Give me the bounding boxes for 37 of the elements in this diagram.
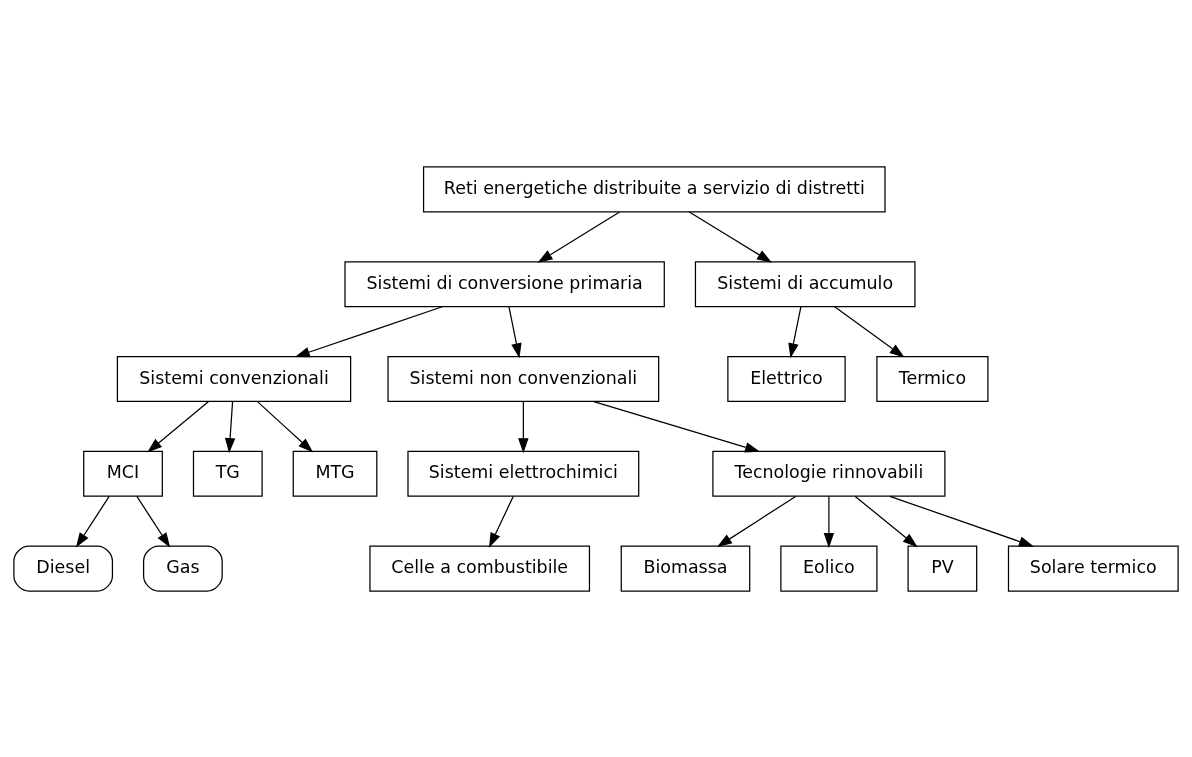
node-box: Sistemi convenzionali [116, 355, 352, 402]
node-box: MCI [83, 450, 163, 497]
arrow [889, 495, 1034, 547]
arrow [834, 305, 905, 358]
node-box: Reti energetiche distribuite a servizio di distretti [422, 165, 886, 212]
node-box: Elettrico [727, 355, 846, 402]
node-box: Diesel [13, 545, 114, 592]
node-box: PV [907, 545, 978, 592]
arrow [716, 495, 797, 547]
node-box: Celle a combustibile [369, 545, 591, 592]
arrow [136, 495, 171, 548]
node-box: Tecnologie rinnovabili [712, 450, 946, 497]
arrow [224, 400, 236, 453]
arrow [294, 305, 443, 357]
node-box: Eolico [780, 545, 878, 592]
arrow [688, 210, 772, 263]
arrow [75, 495, 110, 548]
node-box: Sistemi non convenzionali [387, 355, 660, 402]
arrow [593, 400, 761, 452]
node-box: Termico [876, 355, 989, 402]
arrow [854, 495, 918, 547]
node-box: Biomassa [620, 545, 751, 592]
arrow [256, 400, 314, 453]
node-box: Sistemi elettrochimici [407, 450, 640, 497]
arrow [537, 210, 621, 263]
node-box: Solare termico [1007, 545, 1179, 592]
arrow [508, 305, 522, 358]
arrow [147, 400, 209, 452]
arrow [518, 400, 529, 453]
node-box: Sistemi di accumulo [694, 260, 916, 307]
node-box: Gas [142, 545, 223, 592]
node-box: Sistemi di conversione primaria [344, 260, 665, 307]
arrow [788, 305, 802, 358]
node-box: MTG [292, 450, 378, 497]
arrow [488, 495, 514, 548]
arrow [823, 495, 835, 548]
node-box: TG [192, 450, 263, 497]
